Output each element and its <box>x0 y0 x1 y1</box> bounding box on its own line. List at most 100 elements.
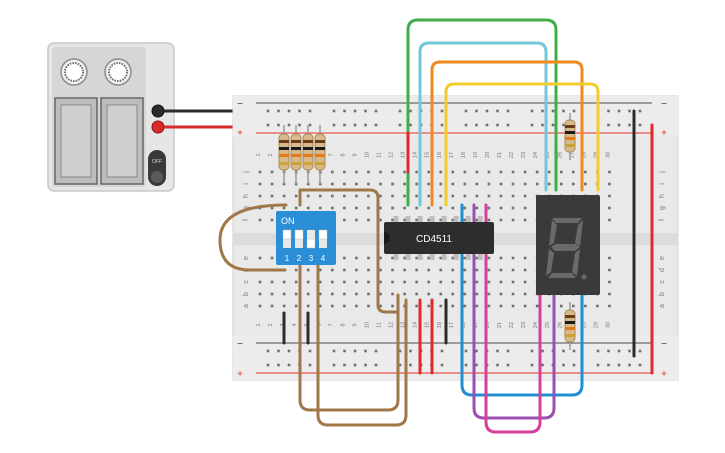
column-number: 15 <box>425 152 431 158</box>
column-number: 28 <box>581 152 587 158</box>
wire-lightblue <box>418 41 548 207</box>
row-letter: a <box>243 304 250 308</box>
column-number: 23 <box>521 322 527 328</box>
row-letter: j <box>243 171 250 174</box>
ic-pin <box>405 253 411 260</box>
column-number: 28 <box>581 322 587 328</box>
dip-toggle-knob[interactable] <box>318 229 328 240</box>
column-numbers-top: 1234567891011121314151617181920212223242… <box>256 152 611 158</box>
rail-sign: − <box>661 99 667 110</box>
column-number: 7 <box>328 153 334 156</box>
column-number: 7 <box>328 323 334 326</box>
column-number: 29 <box>593 152 599 158</box>
wire-green <box>406 18 558 207</box>
column-number: 4 <box>292 323 298 326</box>
column-number: 29 <box>593 322 599 328</box>
rail-sign: − <box>237 99 243 110</box>
column-number: 16 <box>437 152 443 158</box>
power-switch[interactable]: OFF <box>148 150 166 186</box>
row-letter: h <box>659 194 666 198</box>
column-number: 19 <box>473 322 479 328</box>
row-letter: c <box>243 280 250 284</box>
column-number: 22 <box>509 152 515 158</box>
row-letter: b <box>659 292 666 296</box>
column-number: 14 <box>413 152 419 158</box>
column-number: 8 <box>340 153 346 156</box>
row-letter: e <box>659 256 666 260</box>
dip-number: 2 <box>297 254 302 263</box>
column-number: 18 <box>461 322 467 328</box>
column-number: 27 <box>569 152 575 158</box>
row-letter: g <box>243 206 250 210</box>
column-number: 9 <box>352 323 358 326</box>
column-number: 20 <box>485 322 491 328</box>
wire-brown-3 <box>298 263 400 412</box>
wire-blue <box>460 203 584 397</box>
row-letter: a <box>659 304 666 308</box>
row-letter: f <box>659 219 666 221</box>
column-number: 17 <box>449 152 455 158</box>
row-letter: j <box>659 171 666 174</box>
column-number: 10 <box>364 322 370 328</box>
ic-cd4511[interactable]: CD4511 <box>384 216 494 260</box>
resistor-array <box>278 125 326 184</box>
ic-pin <box>477 216 483 223</box>
column-number: 25 <box>545 322 551 328</box>
column-number: 23 <box>521 152 527 158</box>
dip-toggle-knob[interactable] <box>282 229 292 240</box>
column-number: 12 <box>389 152 395 158</box>
power-supply: OFF <box>47 42 175 192</box>
ic-pin <box>477 253 483 260</box>
ic-pin <box>465 216 471 223</box>
negative-terminal[interactable] <box>151 104 165 118</box>
ic-pin <box>417 216 423 223</box>
positive-terminal[interactable] <box>151 120 165 134</box>
ic-pin <box>453 216 459 223</box>
ic-pin <box>405 216 411 223</box>
ic-pin <box>429 216 435 223</box>
ic-pin <box>429 253 435 260</box>
segment-digit <box>546 218 587 280</box>
rail-sign: + <box>237 128 243 139</box>
ic-pin <box>417 253 423 260</box>
rail-sign: + <box>661 128 667 139</box>
column-number: 2 <box>268 323 274 326</box>
column-number: 21 <box>497 322 503 328</box>
dip-toggle-knob[interactable] <box>306 238 316 249</box>
current-dial[interactable] <box>104 58 132 86</box>
resistor-display-bottom <box>564 302 576 350</box>
wire-brown-2 <box>298 188 400 314</box>
dip-number: 1 <box>285 254 290 263</box>
column-number: 26 <box>557 152 563 158</box>
column-number: 11 <box>377 152 383 158</box>
row-letter: e <box>243 256 250 260</box>
rail-signs: −+−+−+−+ <box>237 99 667 380</box>
column-number: 21 <box>497 152 503 158</box>
ic-pin <box>441 253 447 260</box>
rail-sign: + <box>661 369 667 380</box>
column-number: 30 <box>605 322 611 328</box>
ic-pin <box>441 216 447 223</box>
column-number: 22 <box>509 322 515 328</box>
dip-toggle-knob[interactable] <box>294 229 304 240</box>
column-number: 17 <box>449 322 455 328</box>
wires <box>218 18 654 434</box>
voltage-dial[interactable] <box>60 58 88 86</box>
wire-brown-4 <box>316 263 408 427</box>
row-letter: h <box>243 194 250 198</box>
column-number: 24 <box>533 322 539 328</box>
column-number: 11 <box>377 322 383 328</box>
column-number: 15 <box>425 322 431 328</box>
column-number: 2 <box>268 153 274 156</box>
column-number: 25 <box>545 152 551 158</box>
row-letter: g <box>659 206 666 210</box>
seven-segment-display[interactable] <box>536 195 600 295</box>
column-number: 19 <box>473 152 479 158</box>
column-number: 1 <box>256 153 262 156</box>
dip-number: 4 <box>321 254 326 263</box>
column-number: 13 <box>401 322 407 328</box>
column-number: 20 <box>485 152 491 158</box>
